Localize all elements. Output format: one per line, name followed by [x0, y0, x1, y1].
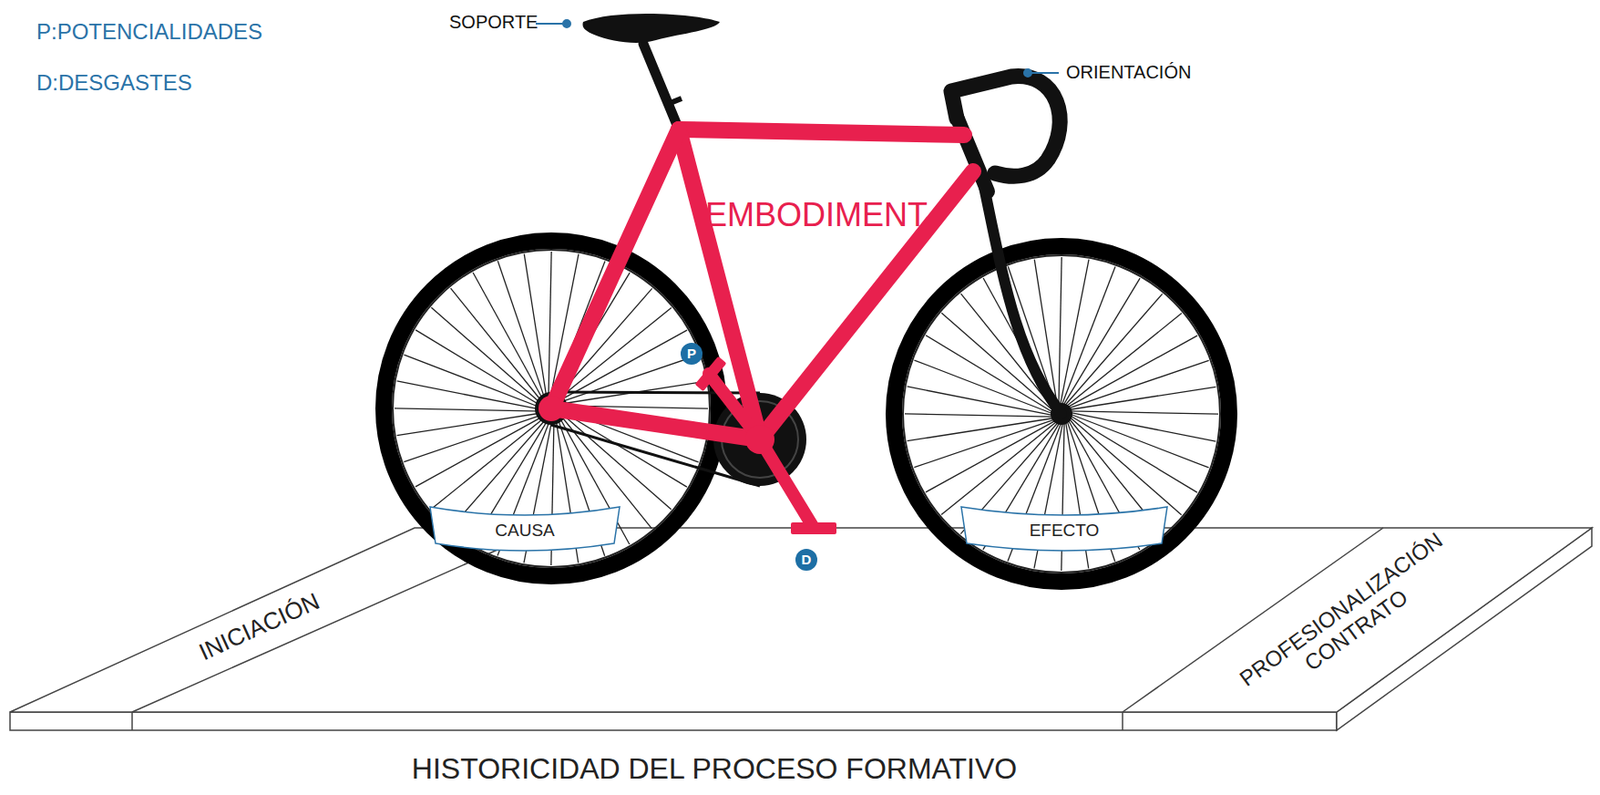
arc-band: CAUSA — [428, 502, 622, 551]
spoke — [451, 287, 545, 404]
leader-line — [1027, 71, 1059, 74]
seat-stay — [551, 129, 679, 409]
segment-label: PROFESIONALIZACIÓN CONTRATO — [1234, 526, 1464, 712]
leader-lines — [535, 20, 1059, 77]
spoke — [1063, 277, 1141, 406]
spoke — [904, 413, 1055, 417]
platform-front — [10, 711, 1337, 730]
spoke — [1069, 411, 1216, 442]
rim — [392, 249, 710, 567]
spoke — [397, 412, 545, 436]
handlebar — [951, 76, 1060, 177]
marker-letter: P — [687, 345, 697, 361]
pedal — [695, 356, 728, 391]
rear-dropout — [538, 395, 565, 421]
spoke — [941, 420, 1057, 515]
platform — [10, 527, 1592, 730]
seat-tube — [678, 129, 760, 440]
segment-label: INICIACIÓN — [194, 587, 324, 667]
leader-dot — [563, 20, 571, 28]
spoke — [1066, 313, 1182, 408]
frame-label: EMBODIMENT — [705, 196, 928, 234]
spoke — [430, 415, 547, 510]
chain-stay — [551, 408, 760, 440]
spoke — [1068, 410, 1219, 414]
band-outline — [961, 506, 1168, 551]
marker-circle: D — [795, 548, 818, 571]
crank — [759, 439, 814, 528]
platform-top — [10, 527, 1592, 712]
caption: HISTORICIDAD DEL PROCESO FORMATIVO — [411, 752, 1017, 785]
arc-band: EFECTO — [959, 502, 1170, 551]
spoke — [394, 408, 544, 411]
wheels — [383, 240, 1230, 582]
spoke — [403, 413, 545, 462]
marker-letter: D — [801, 551, 812, 567]
top-tube — [678, 129, 965, 135]
wheel — [383, 240, 719, 576]
fork — [984, 186, 1062, 414]
spoke — [430, 307, 544, 406]
bottom-bracket — [745, 424, 775, 454]
legend-note: P:POTENCIALIDADES — [36, 20, 263, 44]
spoke — [1064, 293, 1163, 406]
spoke — [548, 251, 552, 401]
spoke — [1067, 359, 1210, 409]
tire — [383, 240, 719, 576]
spoke — [497, 260, 546, 402]
saddle — [583, 13, 721, 43]
leader-line — [535, 22, 567, 25]
band-label: CAUSA — [494, 520, 554, 541]
part-label: SOPORTE — [449, 11, 538, 32]
pedal — [790, 522, 837, 534]
spoke — [907, 418, 1056, 442]
band-outline — [430, 506, 620, 551]
spoke — [1069, 415, 1198, 493]
seat-post — [643, 43, 679, 130]
legend-note: D:DESGASTES — [36, 71, 193, 95]
band-label: EFECTO — [1029, 520, 1100, 541]
leader-dot — [1024, 69, 1032, 77]
seat-clamp — [667, 98, 682, 104]
frame — [551, 129, 974, 528]
part-label: ORIENTACIÓN — [1066, 61, 1191, 83]
spoke — [415, 329, 544, 408]
platform-divider — [1121, 711, 1124, 730]
spoke — [523, 254, 547, 402]
marker-circle: P — [680, 342, 703, 365]
platform-segment: INICIACIÓN — [168, 590, 351, 664]
platform-divider — [131, 711, 134, 730]
platform-segment: PROFESIONALIZACIÓN CONTRATO — [1257, 569, 1440, 670]
spoke — [913, 419, 1056, 468]
spoke — [1058, 256, 1062, 407]
spoke — [1068, 386, 1217, 410]
